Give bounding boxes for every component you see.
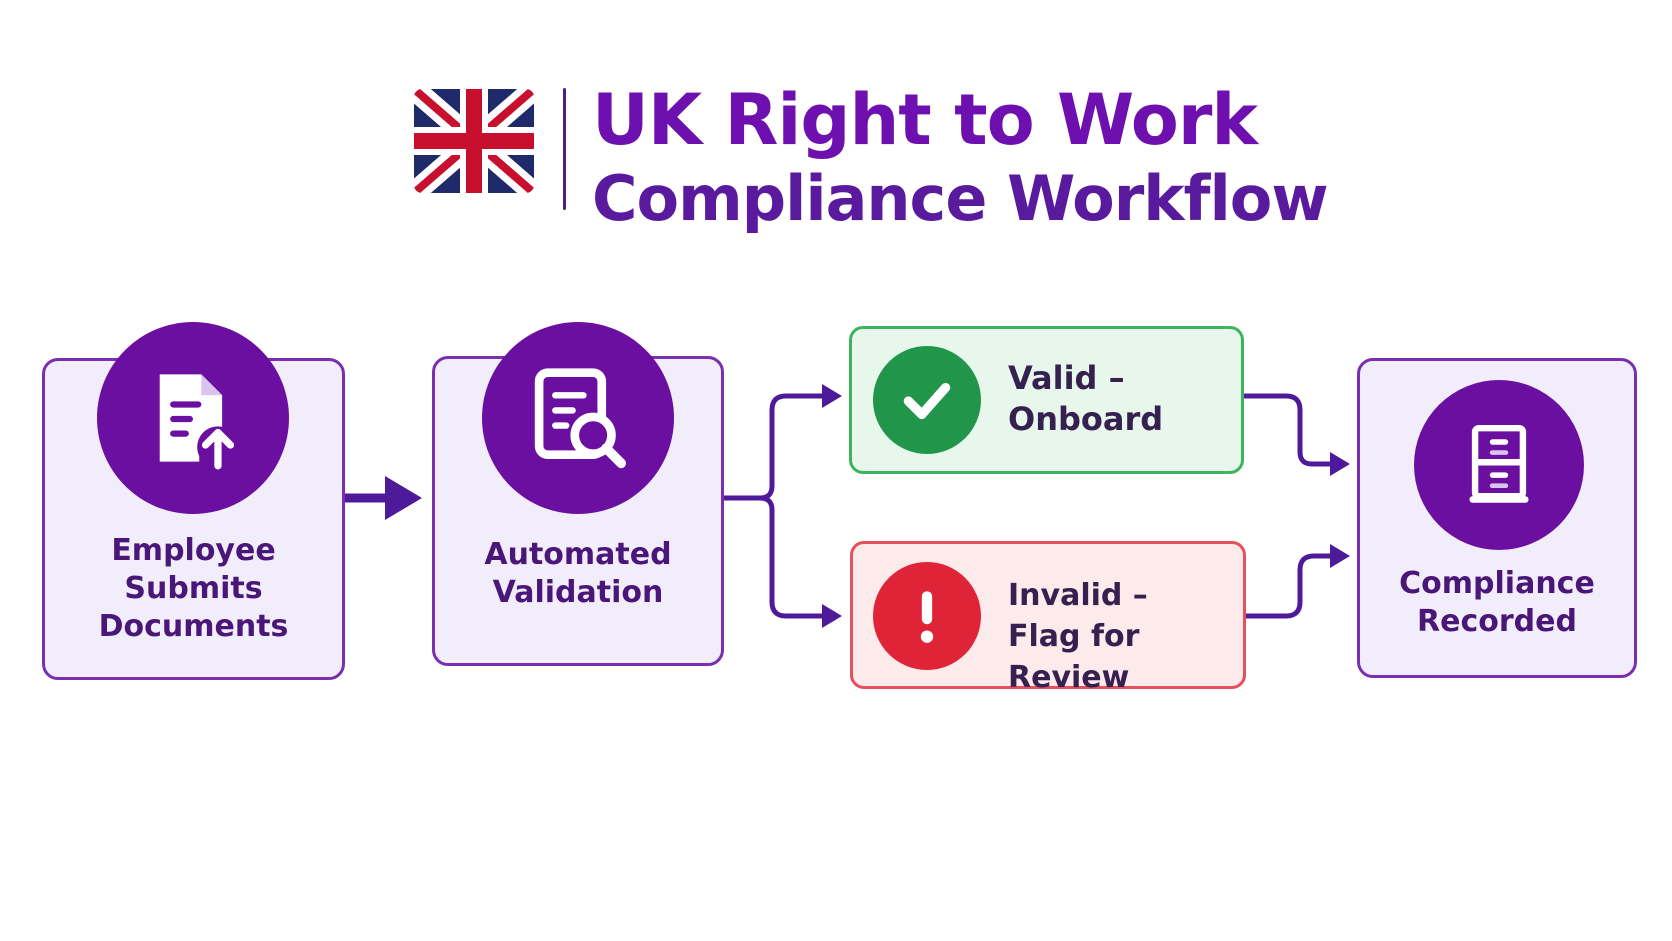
checkmark-icon [873,346,981,454]
arrowhead-valid-recorded [1330,452,1350,476]
label-line: Automated [484,537,672,572]
title-line-1: UK Right to Work [592,79,1258,161]
title-divider [563,88,566,210]
step-label-recorded: Compliance Recorded [1357,565,1637,641]
arrowhead-invalid [822,604,842,628]
outcome-valid-label: Valid – Onboard [1008,358,1238,440]
step-label-submit: Employee Submits Documents [42,532,345,646]
arrow-validation-to-invalid [759,495,826,619]
arrowhead-invalid-recorded [1330,544,1350,568]
exclamation-icon [873,562,981,670]
title-line-2: Compliance Workflow [592,162,1329,235]
label-line: Onboard [1008,400,1164,438]
arrow-validation-to-valid [724,393,826,501]
arrow-invalid-to-recorded [1246,553,1334,619]
label-line: Compliance [1399,566,1595,601]
arrow-valid-to-recorded [1244,393,1334,467]
label-line: Valid – [1008,359,1125,397]
arrowhead-valid [822,384,842,408]
page-title: UK Right to Work Compliance Workflow [592,78,1352,236]
label-line: Recorded [1417,604,1577,639]
label-line: Invalid – [1008,578,1148,613]
filing-cabinet-icon [1414,380,1584,550]
label-line: Submits [124,571,263,606]
step-label-validation: Automated Validation [432,536,724,612]
label-line: Documents [98,609,289,644]
document-upload-icon [97,322,289,514]
label-line: Flag for Review [1008,619,1140,695]
label-line: Employee [111,533,276,568]
arrow-submit-to-validation [345,476,422,520]
label-line: Validation [492,575,664,610]
uk-flag-icon [414,89,534,193]
document-search-icon [482,322,674,514]
outcome-invalid-label: Invalid – Flag for Review [1008,575,1244,698]
